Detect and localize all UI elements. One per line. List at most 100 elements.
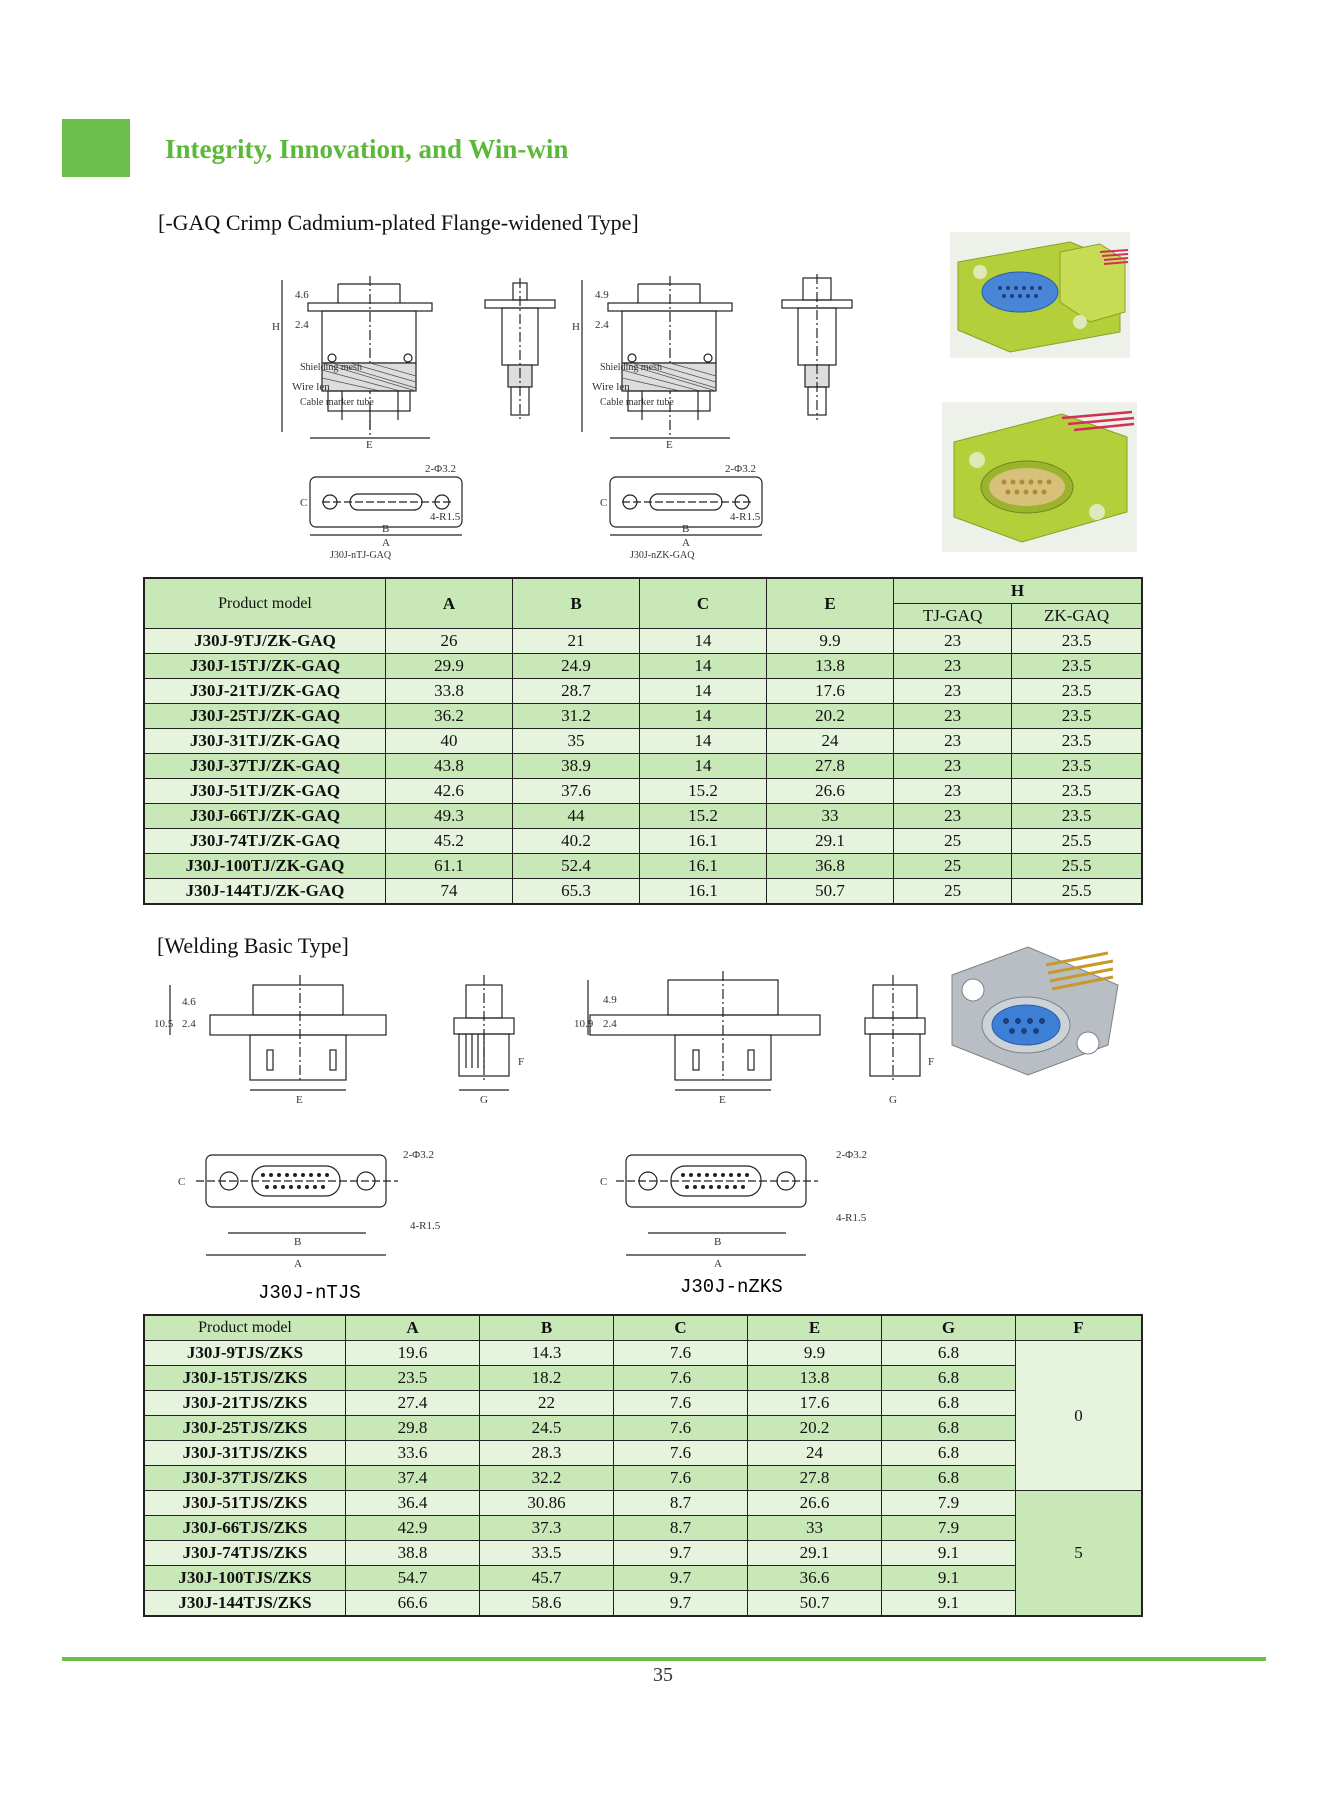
cable-right: Cable marker tube: [600, 397, 674, 408]
product-model-cell: J30J-9TJS/ZKS: [143, 1340, 346, 1366]
value-cell: 44: [512, 803, 640, 829]
value-cell: 9.1: [881, 1590, 1016, 1617]
value-cell: 49.3: [385, 803, 513, 829]
dim-h-left: H: [272, 321, 280, 333]
w-dim-g-left: G: [480, 1094, 488, 1106]
value-cell: 15.2: [639, 778, 767, 804]
value-cell: 23: [892, 728, 1013, 754]
th2-c: C: [613, 1314, 748, 1341]
dim-b-right: B: [682, 523, 689, 535]
value-cell: 25.5: [1011, 853, 1143, 879]
w-dim-g-right: G: [889, 1094, 897, 1106]
gaq-drawings-clean: 4.6 2.4 H Wire len Shielding mesh Cable …: [270, 270, 860, 560]
product-model-cell: J30J-66TJ/ZK-GAQ: [143, 803, 386, 829]
w-dim-f-right: F: [928, 1056, 934, 1068]
product-model-cell: J30J-15TJS/ZKS: [143, 1365, 346, 1391]
value-cell: 66.6: [345, 1590, 480, 1617]
value-cell: 37.6: [512, 778, 640, 804]
w-radius-right: 4-R1.5: [836, 1212, 867, 1224]
w-dim-e-right: E: [719, 1094, 726, 1106]
th2-b: B: [479, 1314, 614, 1341]
value-cell: 25: [892, 828, 1013, 854]
wire-len-left: Wire len: [292, 381, 330, 393]
page-number: 35: [653, 1664, 673, 1686]
welding-connector-photo: [951, 946, 1119, 1076]
value-cell: 27.4: [345, 1390, 480, 1416]
caption-right: J30J-nZK-GAQ: [630, 550, 695, 560]
f-group-cell: 5: [1015, 1490, 1143, 1617]
value-cell: 54.7: [345, 1565, 480, 1591]
value-cell: 9.9: [766, 628, 894, 654]
value-cell: 25.5: [1011, 828, 1143, 854]
value-cell: 14: [639, 703, 767, 729]
header-green-block: [62, 119, 130, 177]
value-cell: 36.2: [385, 703, 513, 729]
w-holes-right: 2-Φ3.2: [836, 1149, 867, 1161]
value-cell: 22: [479, 1390, 614, 1416]
value-cell: 20.2: [747, 1415, 882, 1441]
dim-a-left: A: [382, 537, 390, 549]
value-cell: 9.1: [881, 1565, 1016, 1591]
value-cell: 9.9: [747, 1340, 882, 1366]
radius-right: 4-R1.5: [730, 511, 761, 523]
value-cell: 9.7: [613, 1590, 748, 1617]
w-holes-left: 2-Φ3.2: [403, 1149, 434, 1161]
value-cell: 15.2: [639, 803, 767, 829]
gaq-connector-photo-top: [950, 232, 1130, 358]
value-cell: 23.5: [1011, 703, 1143, 729]
product-model-cell: J30J-15TJ/ZK-GAQ: [143, 653, 386, 679]
value-cell: 24: [766, 728, 894, 754]
value-cell: 20.2: [766, 703, 894, 729]
w-dim-109: 10.9: [574, 1018, 594, 1030]
value-cell: 16.1: [639, 828, 767, 854]
value-cell: 17.6: [747, 1390, 882, 1416]
value-cell: 8.7: [613, 1490, 748, 1516]
gaq-connector-photo-bottom: [942, 402, 1137, 552]
value-cell: 26.6: [747, 1490, 882, 1516]
value-cell: 29.8: [345, 1415, 480, 1441]
dim-46-left: 4.6: [295, 289, 309, 301]
value-cell: 14: [639, 678, 767, 704]
cable-left: Cable marker tube: [300, 397, 374, 408]
value-cell: 23.5: [1011, 803, 1143, 829]
product-model-cell: J30J-74TJ/ZK-GAQ: [143, 828, 386, 854]
value-cell: 14: [639, 628, 767, 654]
value-cell: 16.1: [639, 853, 767, 879]
value-cell: 29.1: [766, 828, 894, 854]
th-h-tj: TJ-GAQ: [892, 603, 1013, 629]
header-title: Integrity, Innovation, and Win-win: [165, 134, 569, 164]
value-cell: 7.6: [613, 1440, 748, 1466]
th2-a: A: [345, 1314, 480, 1341]
dim-a-right: A: [682, 537, 690, 549]
welding-technical-drawings: 10.5 4.6 2.4 E G F 10.9 4.9 2.4 E G F 2-…: [154, 971, 934, 1304]
product-model-cell: J30J-100TJ/ZK-GAQ: [143, 853, 386, 879]
value-cell: 28.3: [479, 1440, 614, 1466]
value-cell: 7.6: [613, 1390, 748, 1416]
value-cell: 17.6: [766, 678, 894, 704]
value-cell: 40: [385, 728, 513, 754]
value-cell: 13.8: [766, 653, 894, 679]
th-e: E: [766, 577, 894, 629]
value-cell: 7.9: [881, 1515, 1016, 1541]
product-model-cell: J30J-51TJ/ZK-GAQ: [143, 778, 386, 804]
product-model-cell: J30J-31TJ/ZK-GAQ: [143, 728, 386, 754]
dim-b-left: B: [382, 523, 389, 535]
product-model-cell: J30J-144TJS/ZKS: [143, 1590, 346, 1617]
product-model-cell: J30J-25TJ/ZK-GAQ: [143, 703, 386, 729]
w-dim-c-left: C: [178, 1176, 185, 1188]
dim-24-right: 2.4: [595, 319, 609, 331]
value-cell: 23: [892, 678, 1013, 704]
th2-model: Product model: [143, 1314, 346, 1341]
value-cell: 37.3: [479, 1515, 614, 1541]
value-cell: 14: [639, 653, 767, 679]
w-caption-right: J30J-nZKS: [680, 1276, 783, 1298]
w-dim-e-left: E: [296, 1094, 303, 1106]
w-dim-a-left: A: [294, 1258, 302, 1270]
